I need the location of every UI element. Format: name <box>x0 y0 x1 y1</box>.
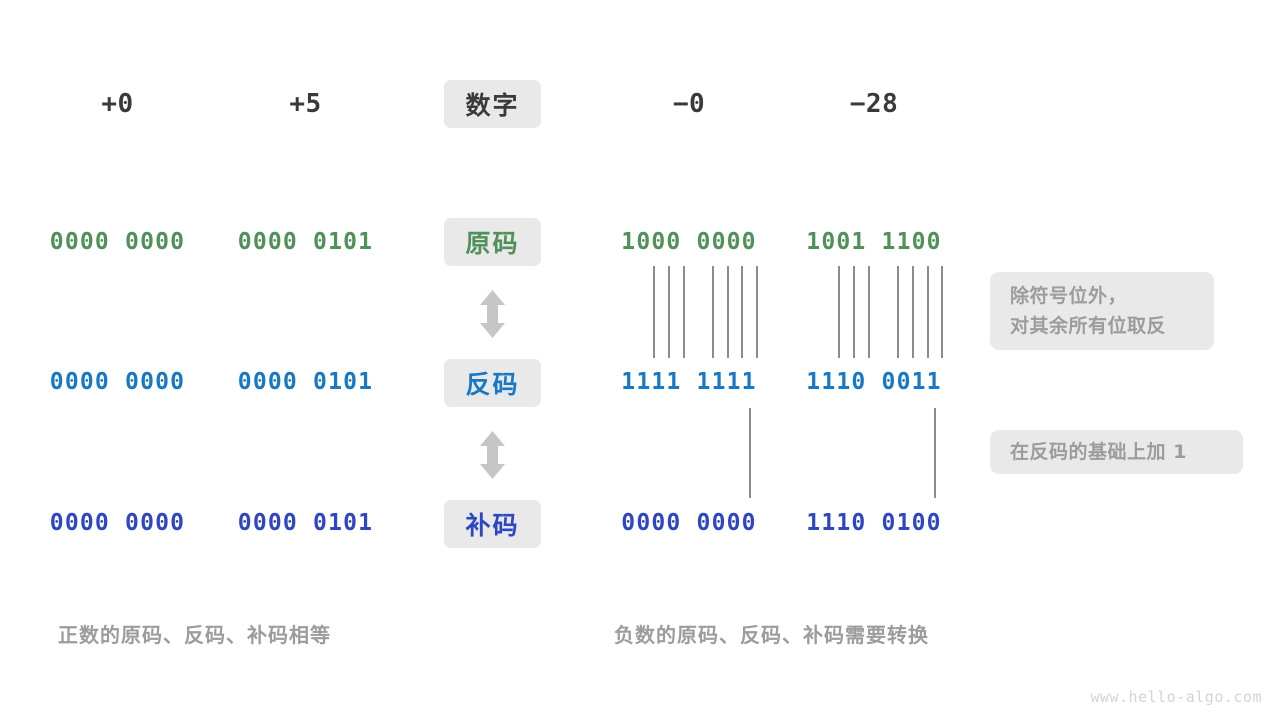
connector-line <box>668 266 670 358</box>
row-label-yuanma: 原码 <box>444 218 541 266</box>
row-yuanma-cell-minus-zero: 1000 0000 <box>621 229 757 255</box>
connector-line <box>683 266 685 358</box>
header-value-plus-zero: +0 <box>101 89 134 119</box>
connector-line <box>927 266 929 358</box>
connector-line <box>912 266 914 358</box>
row-buma-cell-plus-five: 0000 0101 <box>237 510 374 536</box>
connector-line <box>756 266 758 358</box>
note-add-one: 在反码的基础上加 1 <box>990 430 1243 474</box>
row-yuanma-cell-plus-five: 0000 0101 <box>237 229 374 255</box>
connector-line <box>653 266 655 358</box>
row-fanma-cell-plus-zero: 0000 0000 <box>49 369 186 395</box>
watermark: www.hello-algo.com <box>1090 688 1262 706</box>
connector-line <box>897 266 899 358</box>
connector-line <box>727 266 729 358</box>
header-badge-number: 数字 <box>444 80 541 128</box>
double-vertical-arrow-icon-2 <box>476 429 509 481</box>
connector-line <box>749 408 751 498</box>
row-fanma-cell-minus-twentyeight: 1110 0011 <box>806 369 942 395</box>
header-value-plus-five: +5 <box>289 89 322 119</box>
row-yuanma-cell-minus-twentyeight: 1001 1100 <box>806 229 942 255</box>
connector-line <box>941 266 943 358</box>
row-label-buma: 补码 <box>444 500 541 548</box>
row-fanma-cell-minus-zero: 1111 1111 <box>621 369 757 395</box>
row-buma-cell-plus-zero: 0000 0000 <box>49 510 186 536</box>
row-fanma-cell-plus-five: 0000 0101 <box>237 369 374 395</box>
connector-line <box>712 266 714 358</box>
connector-line <box>868 266 870 358</box>
note-invert-bits-line-1: 除符号位外， <box>1010 285 1128 307</box>
caption-negative: 负数的原码、反码、补码需要转换 <box>614 623 929 647</box>
header-value-minus-twentyeight: −28 <box>849 89 899 119</box>
row-buma-cell-minus-twentyeight: 1110 0100 <box>806 510 942 536</box>
connector-line <box>853 266 855 358</box>
caption-positive: 正数的原码、反码、补码相等 <box>58 623 331 647</box>
note-add-one-line-1: 在反码的基础上加 1 <box>1010 441 1187 463</box>
row-buma-cell-minus-zero: 0000 0000 <box>621 510 757 536</box>
double-vertical-arrow-icon-1 <box>476 288 509 340</box>
header-value-minus-zero: −0 <box>672 89 706 119</box>
note-invert-bits-line-2: 对其余所有位取反 <box>1010 315 1167 337</box>
note-invert-bits: 除符号位外， 对其余所有位取反 <box>990 272 1214 350</box>
row-label-fanma: 反码 <box>444 359 541 407</box>
connector-line <box>741 266 743 358</box>
connector-line <box>838 266 840 358</box>
row-yuanma-cell-plus-zero: 0000 0000 <box>49 229 186 255</box>
connector-line <box>934 408 936 498</box>
